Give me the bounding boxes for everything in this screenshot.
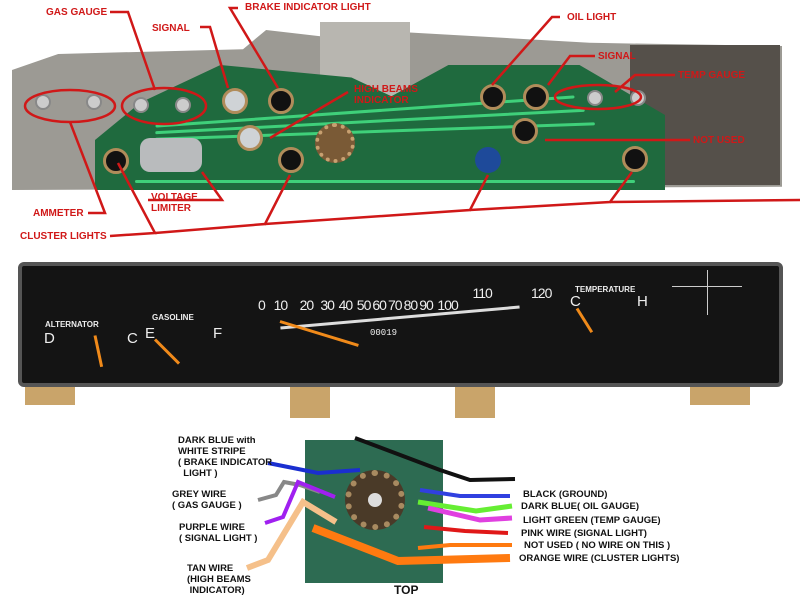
ammeter-terminal xyxy=(86,94,102,110)
wire-line xyxy=(417,543,512,550)
wire-line xyxy=(264,479,336,525)
wire-line xyxy=(257,479,321,502)
alt-d-mark: D xyxy=(44,330,55,347)
signal-socket xyxy=(222,88,248,114)
gas-gauge-terminal xyxy=(175,97,191,113)
label-gas-gauge: GAS GAUGE xyxy=(46,7,108,18)
speed-tick-80: 80 xyxy=(403,297,419,313)
temp-c-mark: C xyxy=(570,293,581,310)
high-beams-socket xyxy=(237,125,263,151)
label-tan-wire: TAN WIRE (HIGH BEAMS INDICATOR) xyxy=(187,563,251,596)
odometer: 00019 xyxy=(370,328,398,338)
instrument-cluster xyxy=(18,262,783,387)
connector-center xyxy=(368,493,382,507)
annotation-arrows xyxy=(23,6,800,238)
speed-tick-70: 70 xyxy=(388,297,403,313)
temp-h-mark: H xyxy=(637,293,648,310)
wire-line xyxy=(417,499,513,514)
label-purple-wire: PURPLE WIRE ( SIGNAL LIGHT ) xyxy=(179,522,258,544)
label-voltage-limiter-2: LIMITER xyxy=(151,203,191,214)
temperature-label: TEMPERATURE xyxy=(575,285,636,294)
label-dark-blue-oil: DARK BLUE( OIL GAUGE) xyxy=(521,501,640,512)
speed-tick-0: 0 xyxy=(258,297,266,313)
speed-tick-100: 100 xyxy=(437,297,458,313)
blue-bulb xyxy=(475,147,501,173)
alternator-label: ALTERNATOR xyxy=(45,320,99,329)
wire-line xyxy=(427,505,513,523)
temp-gauge-terminal xyxy=(630,90,646,106)
temp-gauge-terminal xyxy=(587,90,603,106)
voltage-limiter xyxy=(140,138,202,172)
gas-gauge-terminal xyxy=(133,97,149,113)
label-signal-right: SIGNAL xyxy=(598,51,636,62)
label-not-used: NOT USED xyxy=(693,135,745,146)
cluster-light-socket xyxy=(103,148,129,174)
alt-c-mark: C xyxy=(127,330,138,347)
gas-e-mark: E xyxy=(145,325,156,342)
speed-tick-110: 110 xyxy=(472,285,493,301)
crosshair-mark xyxy=(707,270,708,315)
signal-socket xyxy=(523,84,549,110)
label-brake-indicator: BRAKE INDICATOR LIGHT xyxy=(245,2,371,13)
wire-line xyxy=(311,524,511,566)
label-pink-wire: PINK WIRE (SIGNAL LIGHT) xyxy=(521,528,647,539)
label-black-wire: BLACK (GROUND) xyxy=(523,489,608,500)
gasoline-label: GASOLINE xyxy=(152,313,194,322)
wire-line xyxy=(419,488,510,498)
label-high-beams: HIGH BEAMS xyxy=(354,84,418,95)
speed-tick-50: 50 xyxy=(356,297,372,313)
wire-line xyxy=(245,497,338,571)
label-oil-light: OIL LIGHT xyxy=(567,12,617,23)
speed-tick-60: 60 xyxy=(372,297,387,313)
unused-socket xyxy=(512,118,538,144)
label-not-used-pin: NOT USED ( NO WIRE ON THIS ) xyxy=(524,540,671,551)
wire-lines xyxy=(245,436,516,571)
label-ammeter: AMMETER xyxy=(33,208,84,219)
label-grey-wire: GREY WIRE ( GAS GAUGE ) xyxy=(172,489,242,511)
label-light-green: LIGHT GREEN (TEMP GAUGE) xyxy=(523,515,661,526)
ground-wire-line xyxy=(354,436,516,483)
speed-tick-40: 40 xyxy=(338,297,354,313)
label-temp-gauge: TEMP GAUGE xyxy=(678,70,746,81)
speed-tick-20: 20 xyxy=(299,297,315,313)
speed-tick-120: 120 xyxy=(531,285,552,301)
speed-tick-30: 30 xyxy=(320,297,335,313)
cluster-light-socket xyxy=(278,147,304,173)
speed-tick-90: 90 xyxy=(419,297,434,313)
label-orange-wire: ORANGE WIRE (CLUSTER LIGHTS) xyxy=(519,553,680,564)
label-top: TOP xyxy=(394,583,419,597)
label-voltage-limiter: VOLTAGE xyxy=(151,192,198,203)
brake-indicator-socket xyxy=(268,88,294,114)
connector-plug xyxy=(315,123,355,163)
label-dark-blue-wire: DARK BLUE with WHITE STRIPE ( BRAKE INDI… xyxy=(178,435,273,479)
label-high-beams-2: INDICATOR xyxy=(354,95,409,106)
label-signal-left: SIGNAL xyxy=(152,23,190,34)
speed-tick-10: 10 xyxy=(273,297,289,313)
wire-line xyxy=(423,525,509,535)
gas-f-mark: F xyxy=(213,325,223,342)
label-cluster-lights: CLUSTER LIGHTS xyxy=(20,231,107,242)
wire-line xyxy=(267,461,361,476)
ammeter-terminal xyxy=(35,94,51,110)
cluster-light-socket xyxy=(622,146,648,172)
